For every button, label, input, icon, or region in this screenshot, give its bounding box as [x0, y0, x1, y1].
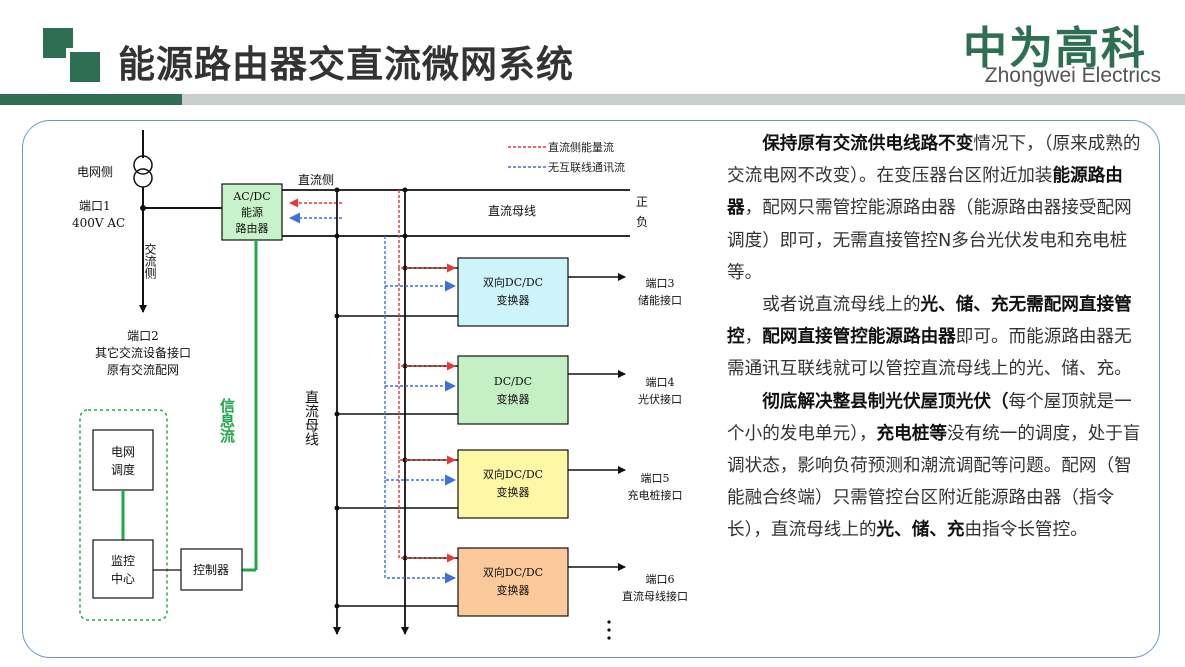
grid-dispatch-label-1: 电网	[111, 445, 135, 459]
highlight: 能源路由器	[727, 166, 1123, 219]
port-label: 端口5	[641, 472, 670, 485]
more-dots	[607, 620, 611, 624]
page-title: 能源路由器交直流微网系统	[118, 43, 574, 86]
converter-box-charger	[457, 449, 569, 519]
converter-label: 双向DC/DC	[483, 467, 543, 481]
converter-box-storage	[457, 257, 569, 327]
port-desc: 直流母线接口	[622, 589, 688, 603]
port-desc: 光伏接口	[638, 392, 682, 406]
bus-node	[402, 555, 408, 561]
bus-node	[402, 363, 408, 369]
header-bar	[182, 94, 1185, 105]
dc-neg-label: 负	[636, 215, 648, 229]
dc-pos-label: 正	[636, 195, 648, 209]
logo-square-front	[66, 48, 100, 82]
paragraph-1: 保持原有交流供电线路不变情况下，（原来成熟的交流电网不改变）。在变压器台区附近加…	[727, 128, 1145, 289]
comm-flow-2	[384, 286, 456, 392]
highlight: 保持原有交流供电线路不变	[762, 134, 974, 154]
converter-label: 双向DC/DC	[483, 275, 543, 289]
port-label: 端口6	[646, 573, 675, 586]
port1-label: 端口1	[79, 199, 111, 213]
port2-desc: 其它交流设备接口	[95, 345, 191, 360]
converter-box-dc-bus	[457, 547, 569, 617]
header-bar-accent	[0, 94, 182, 105]
paragraph-3: 彻底解决整县制光伏屋顶光伏（每个屋顶就是一个小的发电单元），充电桩等没有统一的调…	[727, 386, 1145, 547]
dc-side-label: 直流侧	[298, 173, 334, 187]
info-flow-label: 信息流	[218, 397, 236, 444]
port-label: 端口3	[646, 277, 675, 290]
grid-dispatch-label-2: 调度	[111, 462, 135, 477]
text-span: 情况下，（原来成熟的交流电网不改变）。在变压器台区附近加装	[727, 134, 1141, 187]
router-label-3: 路由器	[236, 221, 269, 235]
bus-node	[334, 505, 340, 511]
highlight: 配网直接管控能源路由器	[762, 327, 956, 348]
highlight: 彻底解决整县制光伏屋顶光伏（	[762, 391, 1009, 412]
converter-label: 变换器	[497, 485, 530, 499]
dc-energy-flow-4	[398, 460, 456, 563]
description-text: 保持原有交流供电线路不变情况下，（原来成熟的交流电网不改变）。在变压器台区附近加…	[727, 128, 1145, 547]
port2-desc2: 原有交流配网	[107, 362, 179, 377]
ac-dc-router-box	[221, 183, 283, 241]
grid-dispatch-box	[92, 429, 154, 491]
router-label-1: AC/DC	[232, 190, 270, 203]
paragraph-2: 或者说直流母线上的光、储、充无需配网直接管控，配网直接管控能源路由器即可。而能源…	[727, 289, 1145, 386]
port1-voltage: 400V AC	[72, 216, 125, 230]
bus-node	[334, 411, 340, 417]
comm-flow-3	[384, 386, 456, 486]
highlight: 光、储、充无需配网直接管控	[727, 295, 1132, 348]
converter-label: 变换器	[497, 293, 530, 307]
control-group-frame	[79, 409, 168, 621]
dc-bus-label: 直流母线	[488, 204, 536, 218]
transformer-icon	[133, 155, 153, 175]
grid-side-label: 电网侧	[77, 165, 113, 179]
highlight: 充电桩等	[876, 423, 947, 444]
highlight: 光、储、充	[876, 520, 965, 541]
text-span: ，配网只需管控能源路由器（能源路由器接受配网调度）即可，无需直接管控N多台光伏发…	[727, 198, 1132, 283]
dc-energy-flow-3	[398, 366, 456, 465]
dc-energy-flow-2	[398, 268, 456, 371]
port-label: 端口4	[646, 376, 675, 389]
text-span: ，	[744, 327, 763, 348]
monitor-center-box	[92, 539, 154, 599]
text-span: 即可。而能源路由器无需通讯互联线就可以管控直流母线上的光、储、充。	[727, 327, 1132, 380]
monitor-label-2: 中心	[111, 571, 135, 586]
brand-logo-cn: 中为高科	[963, 23, 1147, 74]
bus-node	[334, 313, 340, 319]
bus-node	[402, 265, 408, 271]
text-span: 由指令长管控。	[964, 520, 1088, 541]
monitor-label-1: 监控	[111, 554, 135, 568]
legend-comm-label: 无互联线通讯流	[548, 160, 625, 174]
transformer-icon-lower	[133, 168, 153, 188]
text-span: 或者说直流母线上的	[762, 295, 921, 316]
more-dots	[607, 628, 611, 632]
text-span: 每个屋顶就是一个小的发电单元），	[727, 391, 1132, 444]
router-label-2: 能源	[241, 205, 263, 219]
legend-dc-label: 直流侧能量流	[548, 140, 614, 154]
bus-node	[334, 603, 340, 609]
port-desc: 充电桩接口	[628, 488, 683, 502]
port2-label: 端口2	[127, 329, 159, 343]
port-desc: 储能接口	[638, 293, 682, 307]
converter-label: 双向DC/DC	[483, 565, 543, 579]
comm-flow-4	[384, 480, 456, 584]
converter-label: 变换器	[497, 392, 530, 406]
converter-label: 变换器	[497, 583, 530, 597]
more-dots	[607, 636, 611, 640]
converter-box-pv	[457, 355, 569, 425]
comm-flow-1	[384, 236, 456, 292]
dc-bus-vertical-label: 直流母线	[303, 389, 319, 446]
converter-label: DC/DC	[494, 375, 532, 388]
ac-side-label: 交流侧	[143, 242, 157, 280]
text-span: 没有统一的调度，处于盲调状态，影响负荷预测和潮流调配等问题。配网（智能融合终端）…	[727, 423, 1141, 541]
brand-logo-en: Zhongwei Electrics	[984, 64, 1161, 87]
dc-energy-flow-1	[398, 190, 456, 273]
controller-label: 控制器	[193, 563, 229, 577]
controller-box	[180, 548, 243, 591]
